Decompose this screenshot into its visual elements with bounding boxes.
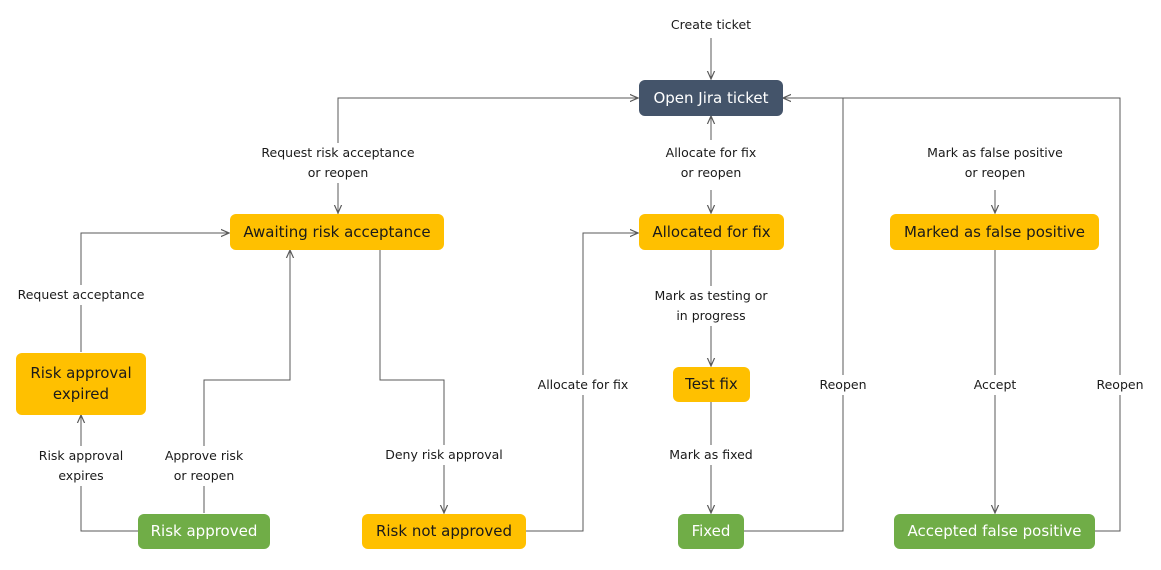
node-marked-false-positive[interactable]: Marked as false positive [890, 214, 1099, 250]
node-awaiting-risk-acceptance[interactable]: Awaiting risk acceptance [230, 214, 444, 250]
edge-accepted-fp-reopen [843, 97, 1121, 532]
label-request-risk-acceptance: Request risk acceptance or reopen [258, 143, 418, 183]
label-allocate-for-fix: Allocate for fix [534, 375, 632, 395]
label-mark-false-positive-or-reopen: Mark as false positive or reopen [924, 143, 1066, 183]
label-reopen-false-positive: Reopen [1093, 375, 1147, 395]
label-mark-as-testing: Mark as testing or in progress [651, 286, 771, 326]
node-test-fix[interactable]: Test fix [673, 367, 750, 402]
edge-fixed-reopen [744, 98, 844, 532]
label-approve-risk-or-reopen: Approve risk or reopen [161, 446, 247, 486]
label-allocate-for-fix-or-reopen: Allocate for fix or reopen [662, 143, 760, 183]
node-accepted-false-positive[interactable]: Accepted false positive [894, 514, 1095, 549]
label-deny-risk-approval: Deny risk approval [382, 445, 506, 465]
label-create-ticket: Create ticket [667, 15, 755, 35]
label-reopen-fixed: Reopen [816, 375, 870, 395]
node-open-jira-ticket[interactable]: Open Jira ticket [639, 80, 783, 116]
node-fixed[interactable]: Fixed [678, 514, 744, 549]
label-risk-approval-expires: Risk approval expires [35, 446, 127, 486]
label-accept: Accept [970, 375, 1020, 395]
node-risk-approval-expired[interactable]: Risk approval expired [16, 353, 146, 415]
label-request-acceptance: Request acceptance [14, 285, 148, 305]
edge-expired-awaiting [80, 233, 229, 352]
label-mark-as-fixed: Mark as fixed [666, 445, 756, 465]
node-allocated-for-fix[interactable]: Allocated for fix [639, 214, 784, 250]
edge-awaiting-deny [379, 250, 444, 513]
node-risk-approved[interactable]: Risk approved [138, 514, 270, 549]
node-risk-not-approved[interactable]: Risk not approved [362, 514, 526, 549]
